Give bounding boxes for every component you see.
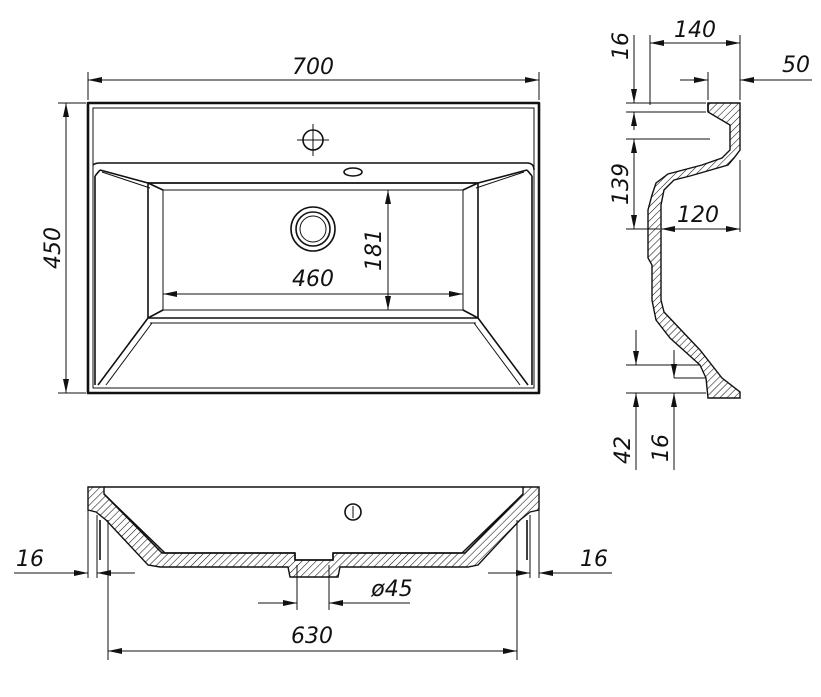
dim-50-label: 50: [782, 53, 810, 78]
dim-700-label: 700: [292, 55, 334, 80]
dim-630: 630: [107, 520, 518, 660]
dim-16-left-label: 16: [16, 547, 44, 572]
dim-630-label: 630: [291, 624, 333, 649]
dim-181-label: 181: [362, 229, 387, 271]
dim-42: 42: [611, 330, 706, 470]
dim-450: 450: [41, 102, 86, 394]
front-overflow-hole: [344, 503, 362, 521]
dim-139-label: 139: [609, 163, 634, 205]
overflow-hole: [343, 167, 363, 177]
dim-16-left: 16: [14, 510, 135, 578]
side-view: 140 50 16 139: [609, 18, 812, 470]
bowl-floor-inner: [162, 189, 464, 311]
dim-drain: ø45: [258, 565, 413, 610]
front-section-profile: [87, 486, 540, 578]
dim-181: 181: [362, 190, 391, 310]
drain: [290, 206, 336, 252]
front-bowl-inner: [103, 493, 524, 561]
dim-460-label: 460: [292, 267, 334, 292]
bowl-floor-outer: [147, 182, 479, 319]
dim-700: 700: [87, 55, 540, 100]
bowl-corner-tr: [526, 169, 533, 177]
dim-16-lower-label: 16: [649, 434, 674, 462]
dim-450-label: 450: [41, 227, 66, 269]
dim-460: 460: [163, 267, 463, 297]
bowl-slopes: [97, 182, 529, 386]
dim-16-right: 16: [488, 510, 612, 578]
front-wall-lines: [99, 520, 528, 560]
dim-140-label: 140: [674, 18, 716, 43]
dim-16-lower: 16: [649, 350, 706, 470]
top-view: 700 450 460 181: [41, 55, 541, 395]
bowl-corner-tl: [94, 169, 101, 177]
bowl-slope-shading: [101, 171, 525, 386]
dim-140: 140: [649, 18, 741, 105]
dim-drain-label: ø45: [370, 577, 412, 602]
front-section: 16 16 ø45 630: [14, 486, 612, 660]
dim-120-label: 120: [677, 203, 719, 228]
basin-inner-outline: [92, 107, 535, 389]
dim-16-rim: 16: [609, 32, 706, 130]
dim-50: 50: [680, 53, 812, 100]
dim-120: 120: [661, 160, 741, 232]
bowl-rim-line: [92, 162, 535, 171]
dim-139: 139: [609, 138, 710, 230]
basin-outline: [86, 101, 541, 395]
dim-42-label: 42: [611, 436, 636, 464]
dim-16-right-label: 16: [580, 547, 608, 572]
side-section-profile: [647, 102, 741, 399]
dim-16-rim-label: 16: [609, 32, 634, 60]
tap-hole: [297, 124, 329, 156]
